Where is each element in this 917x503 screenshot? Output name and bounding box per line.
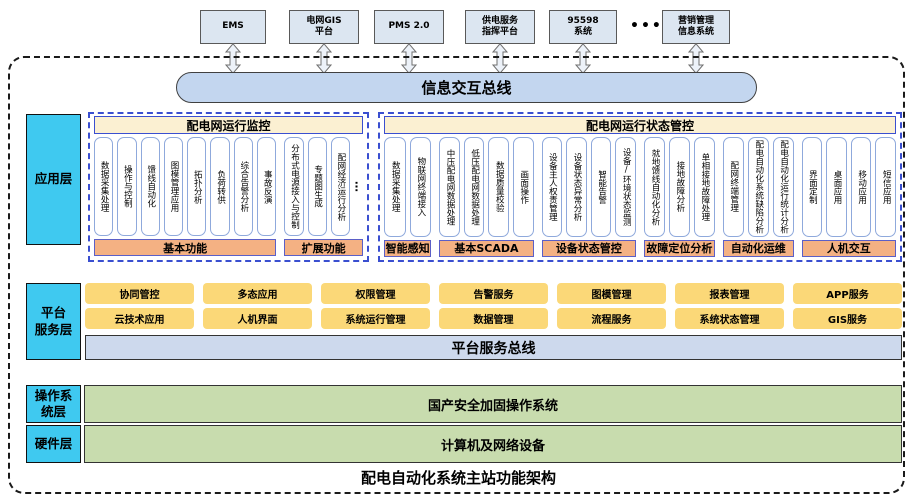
platform-service: 告警服务 xyxy=(439,283,548,304)
function-item: 物联网终端接入 xyxy=(409,137,432,237)
diagram-title: 配电自动化系统主站功能架构 xyxy=(360,469,556,487)
group-title: 配电网运行状态管控 xyxy=(384,116,896,134)
platform-services-row-2: 云技术应用人机界面系统运行管理数据管理流程服务系统状态管理 GIS服务 xyxy=(85,308,902,329)
function-category-bar: 人机交互 xyxy=(801,239,897,257)
layer-label-os: 操作系 统层 xyxy=(26,385,81,423)
function-item: 桌面应用 xyxy=(826,137,847,237)
function-item: 综合告警分析 xyxy=(233,137,254,236)
function-item: 中压配电网数据处理 xyxy=(439,137,460,237)
function-items: 界面定制桌面应用移动应用短信应用 xyxy=(801,137,897,237)
function-subgroup: 数据采集处理操作与控制馈线自动化图模管理应用拓扑分析负荷转供综合告警分析事故反演… xyxy=(94,137,277,256)
function-item: 设备主人权责管理 xyxy=(541,137,563,237)
function-items: 配网终端管理配电自动化系统缺陷分析配电自动化运行统计分析 xyxy=(722,137,794,237)
information-exchange-bus: 信息交互总线 xyxy=(176,72,757,103)
group-grid-state-management: 配电网运行状态管控 数据采集处理物联网终端接入智能感知中压配电网数据处理低压配电… xyxy=(378,112,902,262)
function-items: 设备主人权责管理设备状态异常分析智能告警设备/环境状态监测 xyxy=(541,137,637,237)
function-item: 操作与控制 xyxy=(117,137,137,236)
os-bar: 国产安全加固操作系统 xyxy=(84,385,902,423)
function-items: 分布式电源接入与控制专题图生成配网经济运行分析… xyxy=(284,137,363,236)
function-item: 就地馈线自动化分析 xyxy=(644,137,665,237)
function-subgroup: 配网终端管理配电自动化系统缺陷分析配电自动化运行统计分析自动化运维 xyxy=(722,137,794,257)
function-subgroup: 界面定制桌面应用移动应用短信应用人机交互 xyxy=(801,137,897,257)
function-item: 设备/环境状态监测 xyxy=(615,137,637,237)
function-subgroup: 数据采集处理物联网终端接入智能感知 xyxy=(384,137,432,257)
function-item: 单相接地故障处理 xyxy=(693,137,715,237)
function-item: 分布式电源接入与控制 xyxy=(284,137,304,236)
platform-service: GIS服务 xyxy=(793,308,902,329)
hardware-bar: 计算机及网络设备 xyxy=(84,425,902,463)
external-system-box: 95598 系统 xyxy=(549,10,617,44)
function-item: 界面定制 xyxy=(801,137,823,237)
function-items: 数据采集处理操作与控制馈线自动化图模管理应用拓扑分析负荷转供综合告警分析事故反演 xyxy=(94,137,277,236)
platform-service: 多态应用 xyxy=(203,283,312,304)
platform-service: 系统运行管理 xyxy=(321,308,430,329)
function-item: 智能告警 xyxy=(590,137,612,237)
group-grid-operation-monitoring: 配电网运行监控 数据采集处理操作与控制馈线自动化图模管理应用拓扑分析负荷转供综合… xyxy=(88,112,369,262)
platform-service: 图模管理 xyxy=(557,283,666,304)
function-item: 数据采集处理 xyxy=(94,137,114,236)
function-category-bar: 设备状态管控 xyxy=(541,239,637,257)
platform-services-row-1: 协同管控多态应用权限管理告警服务图模管理报表管理 APP服务 xyxy=(85,283,902,304)
function-subgroup: 中压配电网数据处理低压配电网数据处理数据质量校验画面操作基本SCADA xyxy=(439,137,534,257)
platform-service-bus: 平台服务总线 xyxy=(85,335,902,360)
platform-service: 云技术应用 xyxy=(85,308,194,329)
platform-service: 人机界面 xyxy=(203,308,312,329)
external-system-box: 电网GIS 平台 xyxy=(289,10,359,44)
function-category-bar: 基本SCADA xyxy=(439,239,534,257)
function-item: 数据采集处理 xyxy=(384,137,406,237)
platform-service: 数据管理 xyxy=(439,308,548,329)
layer-label-platform: 平台 服务层 xyxy=(26,283,81,360)
function-items: 就地馈线自动化分析接地故障分析单相接地故障处理 xyxy=(644,137,715,237)
function-item: 数据质量校验 xyxy=(488,137,510,237)
function-item: 配电自动化系统缺陷分析 xyxy=(747,137,769,237)
external-system-box: PMS 2.0 xyxy=(374,10,444,44)
external-system-box: 供电服务 指挥平台 xyxy=(465,10,535,44)
function-subgroup: 就地馈线自动化分析接地故障分析单相接地故障处理故障定位分析 xyxy=(644,137,715,257)
group-title: 配电网运行监控 xyxy=(94,116,363,134)
function-category-bar: 扩展功能 xyxy=(284,239,363,256)
function-item: 事故反演 xyxy=(257,137,277,236)
function-item: 配网终端管理 xyxy=(722,137,744,237)
function-item: 配网经济运行分析 xyxy=(330,137,351,236)
function-item: 低压配电网数据处理 xyxy=(463,137,485,237)
platform-service: 权限管理 xyxy=(321,283,430,304)
platform-service: 协同管控 xyxy=(85,283,194,304)
function-item: 图模管理应用 xyxy=(163,137,184,236)
function-category-bar: 故障定位分析 xyxy=(644,239,715,257)
function-items: 数据采集处理物联网终端接入 xyxy=(384,137,432,237)
function-category-bar: 自动化运维 xyxy=(722,239,794,257)
external-system-box: 营销管理 信息系统 xyxy=(662,10,730,44)
platform-service: 系统状态管理 xyxy=(675,308,784,329)
function-item: 设备状态异常分析 xyxy=(566,137,587,237)
function-item: 接地故障分析 xyxy=(668,137,690,237)
subgroup-row: 数据采集处理操作与控制馈线自动化图模管理应用拓扑分析负荷转供综合告警分析事故反演… xyxy=(94,137,363,256)
function-item: 移动应用 xyxy=(850,137,872,237)
function-item: 短信应用 xyxy=(875,137,897,237)
function-item: 专题图生成 xyxy=(307,137,327,236)
main-station-boundary xyxy=(8,56,905,494)
function-item: 画面操作 xyxy=(513,137,534,237)
platform-service: 流程服务 xyxy=(557,308,666,329)
function-item: 馈线自动化 xyxy=(140,137,160,236)
function-category-bar: 基本功能 xyxy=(94,239,277,256)
function-items: 中压配电网数据处理低压配电网数据处理数据质量校验画面操作 xyxy=(439,137,534,237)
function-subgroup: 分布式电源接入与控制专题图生成配网经济运行分析… 扩展功能 xyxy=(284,137,363,256)
function-item: 拓扑分析 xyxy=(187,137,207,236)
function-category-bar: 智能感知 xyxy=(384,239,432,257)
layer-label-application: 应用层 xyxy=(26,114,81,245)
function-item: 负荷转供 xyxy=(210,137,230,236)
external-system-box: EMS xyxy=(200,10,266,44)
subgroup-row: 数据采集处理物联网终端接入智能感知中压配电网数据处理低压配电网数据处理数据质量校… xyxy=(384,137,897,257)
layer-label-hardware: 硬件层 xyxy=(26,425,81,463)
function-subgroup: 设备主人权责管理设备状态异常分析智能告警设备/环境状态监测设备状态管控 xyxy=(541,137,637,257)
platform-service: 报表管理 xyxy=(675,283,784,304)
more-systems-ellipsis: ••• xyxy=(630,18,663,34)
platform-service: APP服务 xyxy=(793,283,902,304)
more-functions-ellipsis: … xyxy=(354,181,364,192)
function-item: 配电自动化运行统计分析 xyxy=(772,137,794,237)
